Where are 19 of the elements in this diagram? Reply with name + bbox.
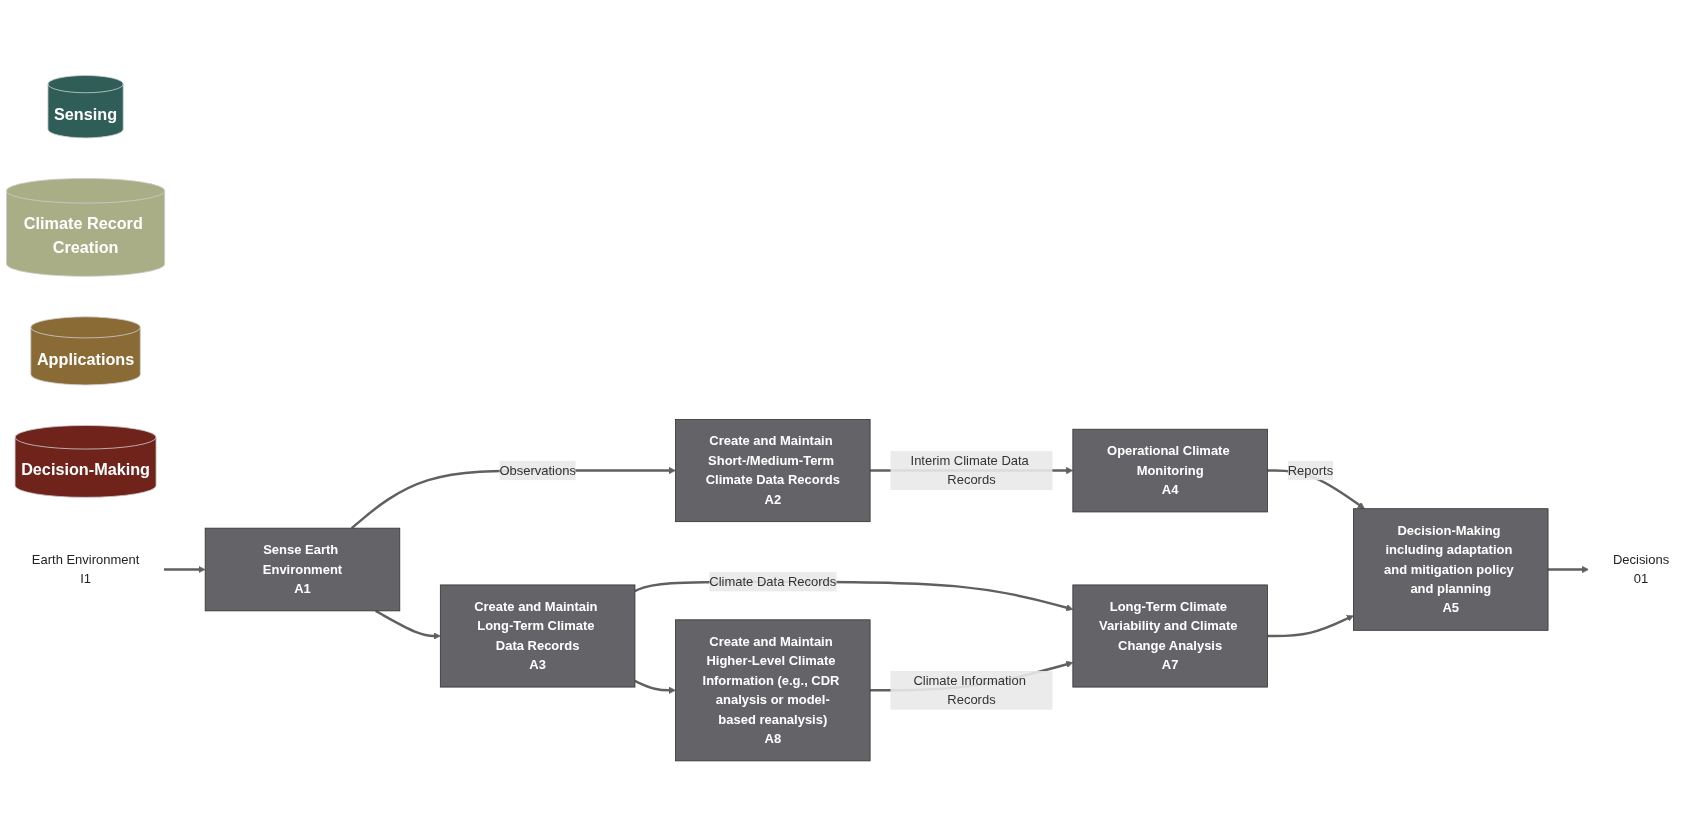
edge-label: Reports (1287, 463, 1334, 478)
edge-label: Observations (499, 463, 576, 478)
edge-label: Interim Climate Data Records (910, 453, 1029, 488)
node-box: Sense Earth Environment A1 (204, 528, 401, 612)
edge-label: Climate Information Records (913, 673, 1026, 707)
node-box: Decision-Making including adaptation and mitigation policy and planning A5 (1353, 508, 1549, 632)
edge-label: Climate Data Records (709, 574, 837, 589)
node-text: Decisions 01 (1612, 552, 1670, 587)
node-text: Earth Environment I1 (31, 552, 140, 587)
node-box: Long-Term Climate Variability and Climate Change Analysis A7 (1072, 584, 1268, 688)
arrow (163, 566, 206, 574)
arrow (1548, 566, 1589, 574)
node-box: Create and Maintain Higher-Level Climate Information (e.g., CDR analysis or model-based reanalysis) A8 (675, 619, 871, 762)
arrow (634, 680, 676, 695)
arrow (1267, 615, 1354, 638)
node-box: Create and Maintain Short-/Medium-Term Climate Data Records A2 (675, 419, 871, 523)
arrow (375, 610, 441, 640)
node-box: Create and Maintain Long-Term Climate Data Records A3 (439, 584, 636, 688)
node-box: Operational Climate Monitoring A4 (1072, 429, 1268, 513)
